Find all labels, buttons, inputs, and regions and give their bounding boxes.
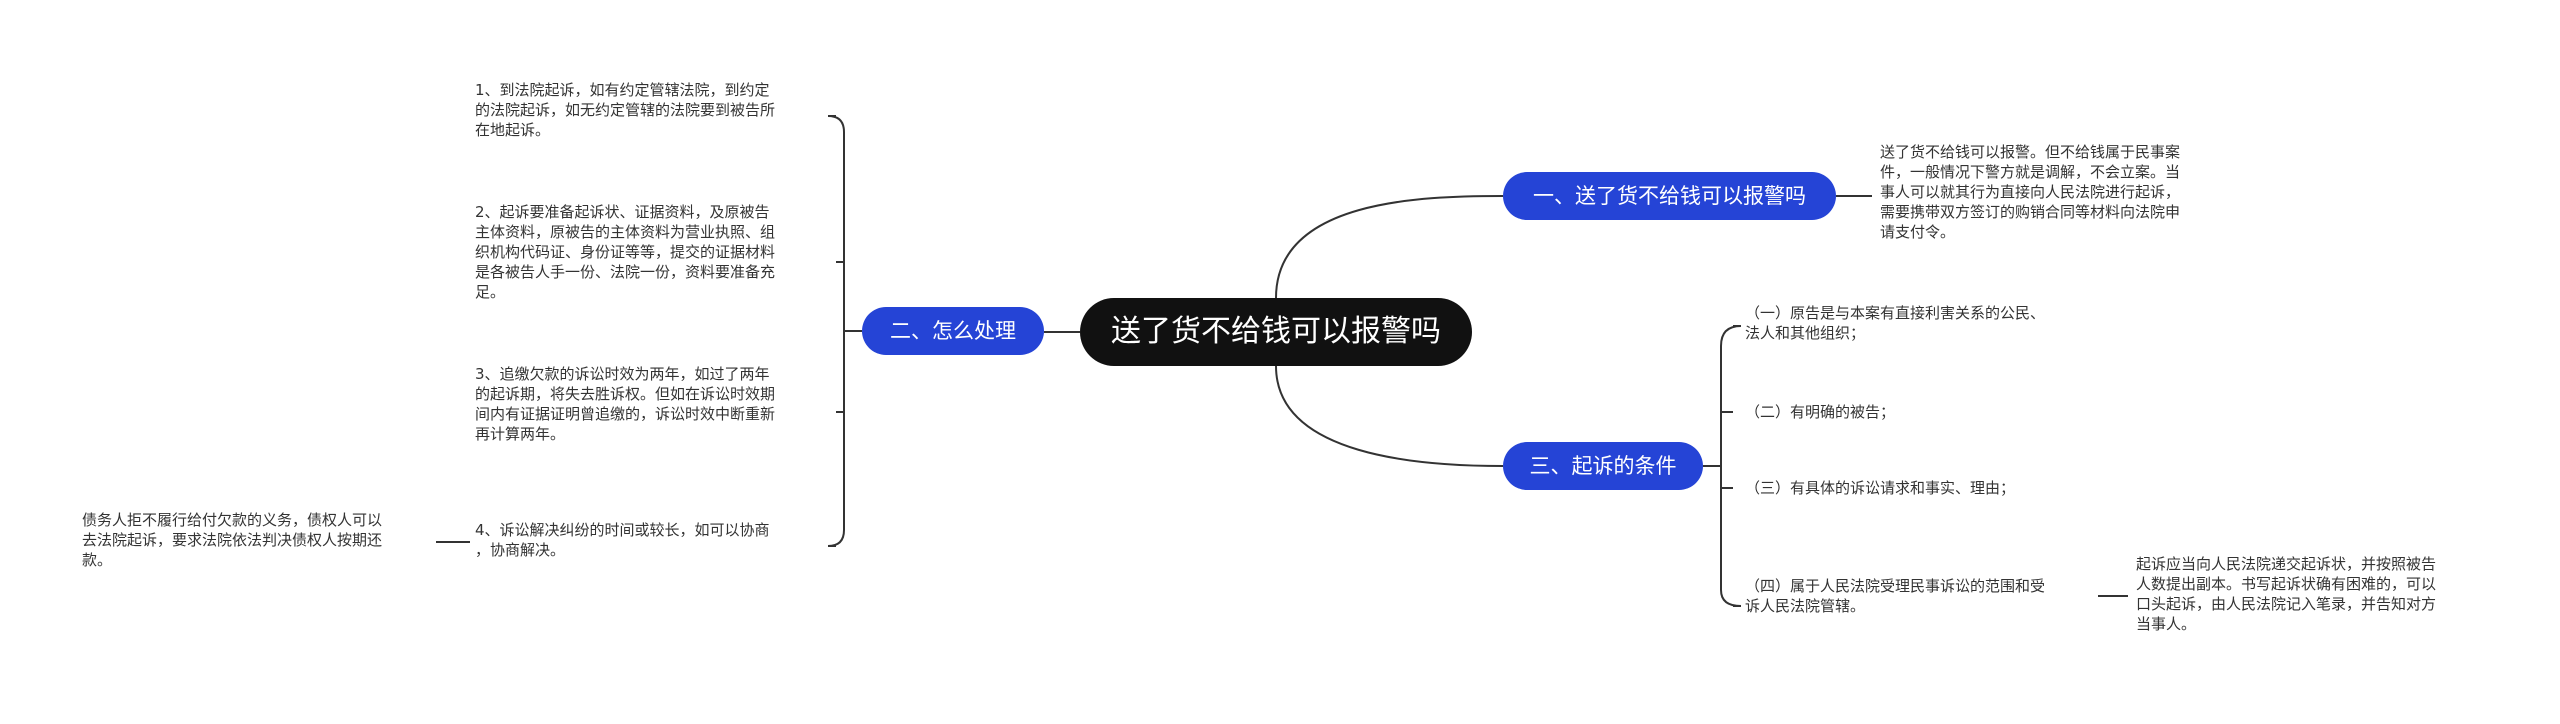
- bracket-b3-top: [1720, 325, 1742, 466]
- condition-item-4-detail: 起诉应当向人民法院递交起诉状，并按照被告 人数提出副本。书写起诉状确有困难的，可…: [2136, 554, 2516, 634]
- bracket-b2-bottom: [827, 331, 845, 547]
- item-line: （四）属于人民法院受理民事诉讼的范围和受: [1745, 577, 2046, 595]
- item-line: 人数提出副本。书写起诉状确有困难的，可以: [2136, 575, 2437, 593]
- item-line: 的法院起诉，如无约定管辖的法院要到被告所: [475, 101, 776, 119]
- item-line: 法人和其他组织；: [1745, 324, 1866, 342]
- handle-item-2: 2、起诉要准备起诉状、证据资料，及原被告 主体资料，原被告的主体资料为营业执照、…: [475, 202, 835, 302]
- branch-how-to-handle[interactable]: 二、怎么处理: [862, 307, 1044, 355]
- item-line: 去法院起诉，要求法院依法判决债权人按期还: [82, 531, 383, 549]
- link-root-b3: [1275, 365, 1504, 467]
- item-line: 款。: [82, 551, 113, 569]
- item-line: 口头起诉，由人民法院记入笔录，并告知对方: [2136, 595, 2437, 613]
- branch-lawsuit-conditions[interactable]: 三、起诉的条件: [1503, 442, 1703, 490]
- condition-item-2: （二）有明确的被告；: [1745, 402, 2125, 422]
- item-line: 在地起诉。: [475, 121, 551, 139]
- item-line: 足。: [475, 283, 506, 301]
- item-line: 债务人拒不履行给付欠款的义务，债权人可以: [82, 511, 383, 529]
- branch-can-report[interactable]: 一、送了货不给钱可以报警吗: [1503, 172, 1836, 220]
- handle-item-1: 1、到法院起诉，如有约定管辖法院，到约定 的法院起诉，如无约定管辖的法院要到被告…: [475, 80, 835, 140]
- item-line: 是各被告人手一份、法院一份，资料要准备充: [475, 263, 776, 281]
- item-line: 2、起诉要准备起诉状、证据资料，及原被告: [475, 203, 770, 221]
- bracket-b2-top: [827, 115, 845, 331]
- condition-item-1: （一）原告是与本案有直接利害关系的公民、 法人和其他组织；: [1745, 303, 2125, 343]
- root-topic[interactable]: 送了货不给钱可以报警吗: [1080, 298, 1472, 366]
- condition-item-4: （四）属于人民法院受理民事诉讼的范围和受 诉人民法院管辖。: [1745, 576, 2095, 616]
- item-line: 再计算两年。: [475, 425, 566, 443]
- item-line: 织机构代码证、身份证等等，提交的证据材料: [475, 243, 776, 261]
- item-line: 当事人。: [2136, 615, 2197, 633]
- detail-line: 请支付令。: [1880, 223, 1956, 241]
- item-line: 4、诉讼解决纠纷的时间或较长，如可以协商: [475, 521, 770, 539]
- item-line: ，协商解决。: [475, 541, 566, 559]
- handle-item-4-detail: 债务人拒不履行给付欠款的义务，债权人可以 去法院起诉，要求法院依法判决债权人按期…: [82, 510, 432, 570]
- item-line: 主体资料，原被告的主体资料为营业执照、组: [475, 223, 776, 241]
- item-line: 间内有证据证明曾追缴的，诉讼时效中断重新: [475, 405, 776, 423]
- branch-can-report-detail: 送了货不给钱可以报警。但不给钱属于民事案 件，一般情况下警方就是调解，不会立案。…: [1880, 142, 2230, 242]
- detail-line: 需要携带双方签订的购销合同等材料向法院申: [1880, 203, 2181, 221]
- detail-line: 件，一般情况下警方就是调解，不会立案。当: [1880, 163, 2181, 181]
- item-line: （二）有明确的被告；: [1745, 403, 1896, 421]
- item-line: 起诉应当向人民法院递交起诉状，并按照被告: [2136, 555, 2437, 573]
- detail-line: 事人可以就其行为直接向人民法院进行起诉，: [1880, 183, 2181, 201]
- condition-item-3: （三）有具体的诉讼请求和事实、理由；: [1745, 478, 2125, 498]
- item-line: （一）原告是与本案有直接利害关系的公民、: [1745, 304, 2046, 322]
- handle-item-4: 4、诉讼解决纠纷的时间或较长，如可以协商 ，协商解决。: [475, 520, 835, 560]
- link-root-b1: [1275, 195, 1504, 299]
- detail-line: 送了货不给钱可以报警。但不给钱属于民事案: [1880, 143, 2181, 161]
- bracket-b3-bottom: [1720, 466, 1742, 607]
- item-line: 3、追缴欠款的诉讼时效为两年，如过了两年: [475, 365, 770, 383]
- item-line: 的起诉期，将失去胜诉权。但如在诉讼时效期: [475, 385, 776, 403]
- item-line: 诉人民法院管辖。: [1745, 597, 1866, 615]
- item-line: 1、到法院起诉，如有约定管辖法院，到约定: [475, 81, 770, 99]
- item-line: （三）有具体的诉讼请求和事实、理由；: [1745, 479, 2016, 497]
- handle-item-3: 3、追缴欠款的诉讼时效为两年，如过了两年 的起诉期，将失去胜诉权。但如在诉讼时效…: [475, 364, 835, 444]
